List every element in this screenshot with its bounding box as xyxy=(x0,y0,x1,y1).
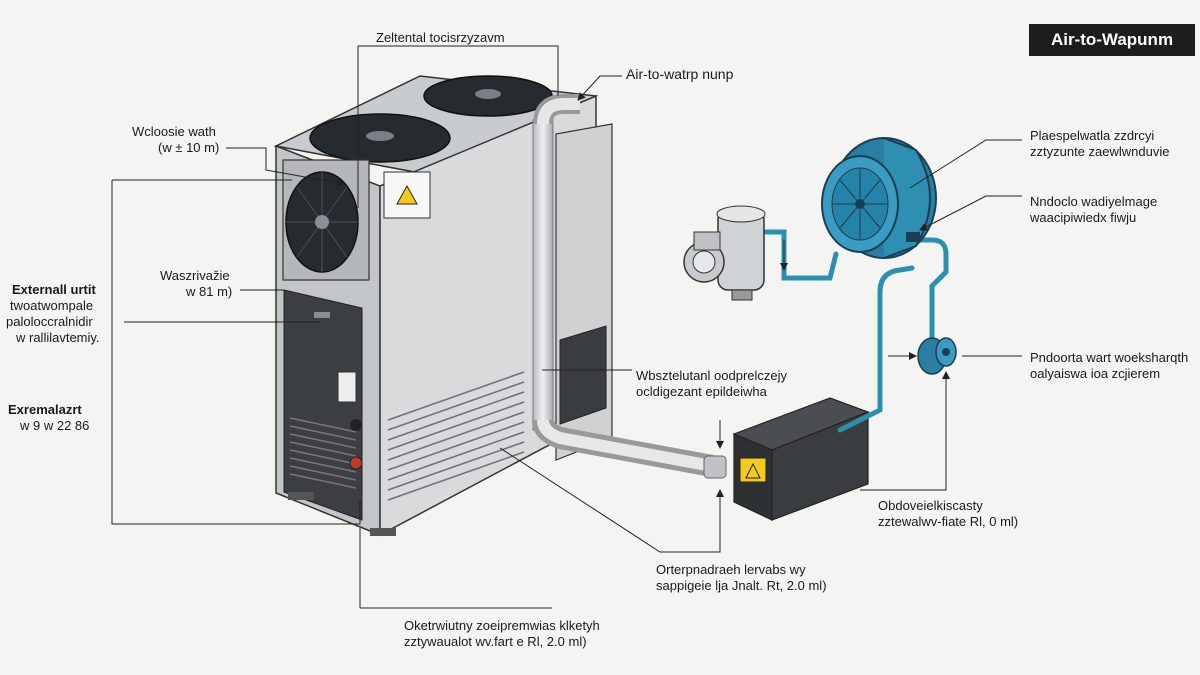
label-left4: Exremalazrt w 9 w 22 86 xyxy=(8,402,89,434)
label-center-mid-line2: ocldigezant epildeiwha xyxy=(636,384,767,399)
label-left1-line2: (w ± 10 m) xyxy=(158,140,220,155)
label-top-center: Zeltental tocisrzyzavm xyxy=(376,30,505,46)
label-center-low-line1: Orterpnadraeh lervabs wy xyxy=(656,562,806,577)
label-top-center-text: Zeltental tocisrzyzavm xyxy=(376,30,505,45)
label-left4-line1: Exremalazrt xyxy=(8,402,82,417)
lower-vents xyxy=(289,417,357,489)
water-circuit xyxy=(763,229,949,433)
label-right1-line1: Plaespelwatla zzdrcyi xyxy=(1030,128,1155,143)
panel-handle xyxy=(314,312,330,318)
label-left1-line1: Wcloosie wath xyxy=(132,124,216,139)
label-top-pump: Air-to-watrp nunp xyxy=(626,66,733,82)
unit-foot-left xyxy=(288,492,314,500)
leader-lines xyxy=(111,45,1022,609)
label-right1: Plaespelwatla zzdrcyi zztyzunte zaewlwnd… xyxy=(1030,128,1169,160)
label-right2-line1: Nndoclo wadiyelmage xyxy=(1030,194,1158,209)
circulation-pump xyxy=(732,397,870,521)
side-fan-hub xyxy=(315,215,329,229)
label-right3: Pndoorta wart woeksharqth oalyaiswa ioa … xyxy=(1030,350,1188,382)
warning-icon xyxy=(396,184,418,205)
top-fan-left-hub xyxy=(366,131,394,141)
control-sticker xyxy=(337,371,357,403)
diagram-title-badge: Air-to-Wapunm xyxy=(1029,24,1195,56)
control-knob-top xyxy=(350,419,362,431)
label-center-low-line2: sappigeie lja Jnalt. Rt, 2.0 ml) xyxy=(656,578,827,593)
front-louvres xyxy=(387,371,525,501)
label-right3-line1: Pndoorta wart woeksharqth xyxy=(1030,350,1189,365)
pipe-coupling xyxy=(703,455,727,479)
label-right3-line2: oalyaiswa ioa zcjierem xyxy=(1030,366,1161,381)
label-left3-line1: Externall urtit xyxy=(12,282,96,297)
unit-dark-panel xyxy=(283,289,363,521)
refrigerant-pipe xyxy=(532,94,727,479)
label-center-mid: Wbsztelutanl oodprelczejy ocldigezant ep… xyxy=(636,368,787,400)
unit-foot-right xyxy=(370,528,396,536)
top-fan-right-hub xyxy=(475,89,501,99)
label-center-low: Orterpnadraeh lervabs wy sappigeie lja J… xyxy=(656,562,827,594)
label-bottom: Oketrwiutny zoeipremwias klketyh zztywau… xyxy=(404,618,600,650)
label-right4: Obdoveielkiscasty zztewalwv-fiate Rl, 0 … xyxy=(878,498,1018,530)
mixing-valve xyxy=(917,337,957,375)
pump-warning-icon xyxy=(745,462,761,479)
label-left2: Waszrivažie w 81 m) xyxy=(160,268,232,300)
label-left3-line3: paloloccralnidir xyxy=(6,314,93,329)
label-left2-line2: w 81 m) xyxy=(186,284,233,299)
outdoor-unit xyxy=(273,75,613,537)
label-right4-line1: Obdoveielkiscasty xyxy=(878,498,983,513)
label-top-pump-text: Air-to-watrp nunp xyxy=(626,66,734,82)
compressor xyxy=(683,205,766,301)
label-left3: Externall urtit twoatwompale paloloccral… xyxy=(6,282,100,346)
label-left2-line1: Waszrivažie xyxy=(160,268,230,283)
label-left1: Wcloosie wath (w ± 10 m) xyxy=(132,124,219,156)
label-center-mid-line1: Wbsztelutanl oodprelczejy xyxy=(636,368,788,383)
label-left3-line2: twoatwompale xyxy=(10,298,94,313)
control-knob-red xyxy=(349,456,363,470)
unit-side-dark-panel xyxy=(559,325,607,425)
label-right1-line2: zztyzunte zaewlwnduvie xyxy=(1030,144,1170,159)
buffer-tank xyxy=(821,137,937,259)
label-bottom-line1: Oketrwiutny zoeipremwias klketyh xyxy=(404,618,600,633)
label-left3-line4: w rallilavtemiy. xyxy=(16,330,100,345)
label-left4-line2: w 9 w 22 86 xyxy=(20,418,90,433)
label-right4-line2: zztewalwv-fiate Rl, 0 ml) xyxy=(878,514,1019,529)
label-right2: Nndoclo wadiyelmage waacipiwiedx fiwju xyxy=(1030,194,1157,226)
label-bottom-line2: zztywaualot wv.fart e Rl, 2.0 ml) xyxy=(404,634,587,649)
label-right2-line2: waacipiwiedx fiwju xyxy=(1030,210,1137,225)
